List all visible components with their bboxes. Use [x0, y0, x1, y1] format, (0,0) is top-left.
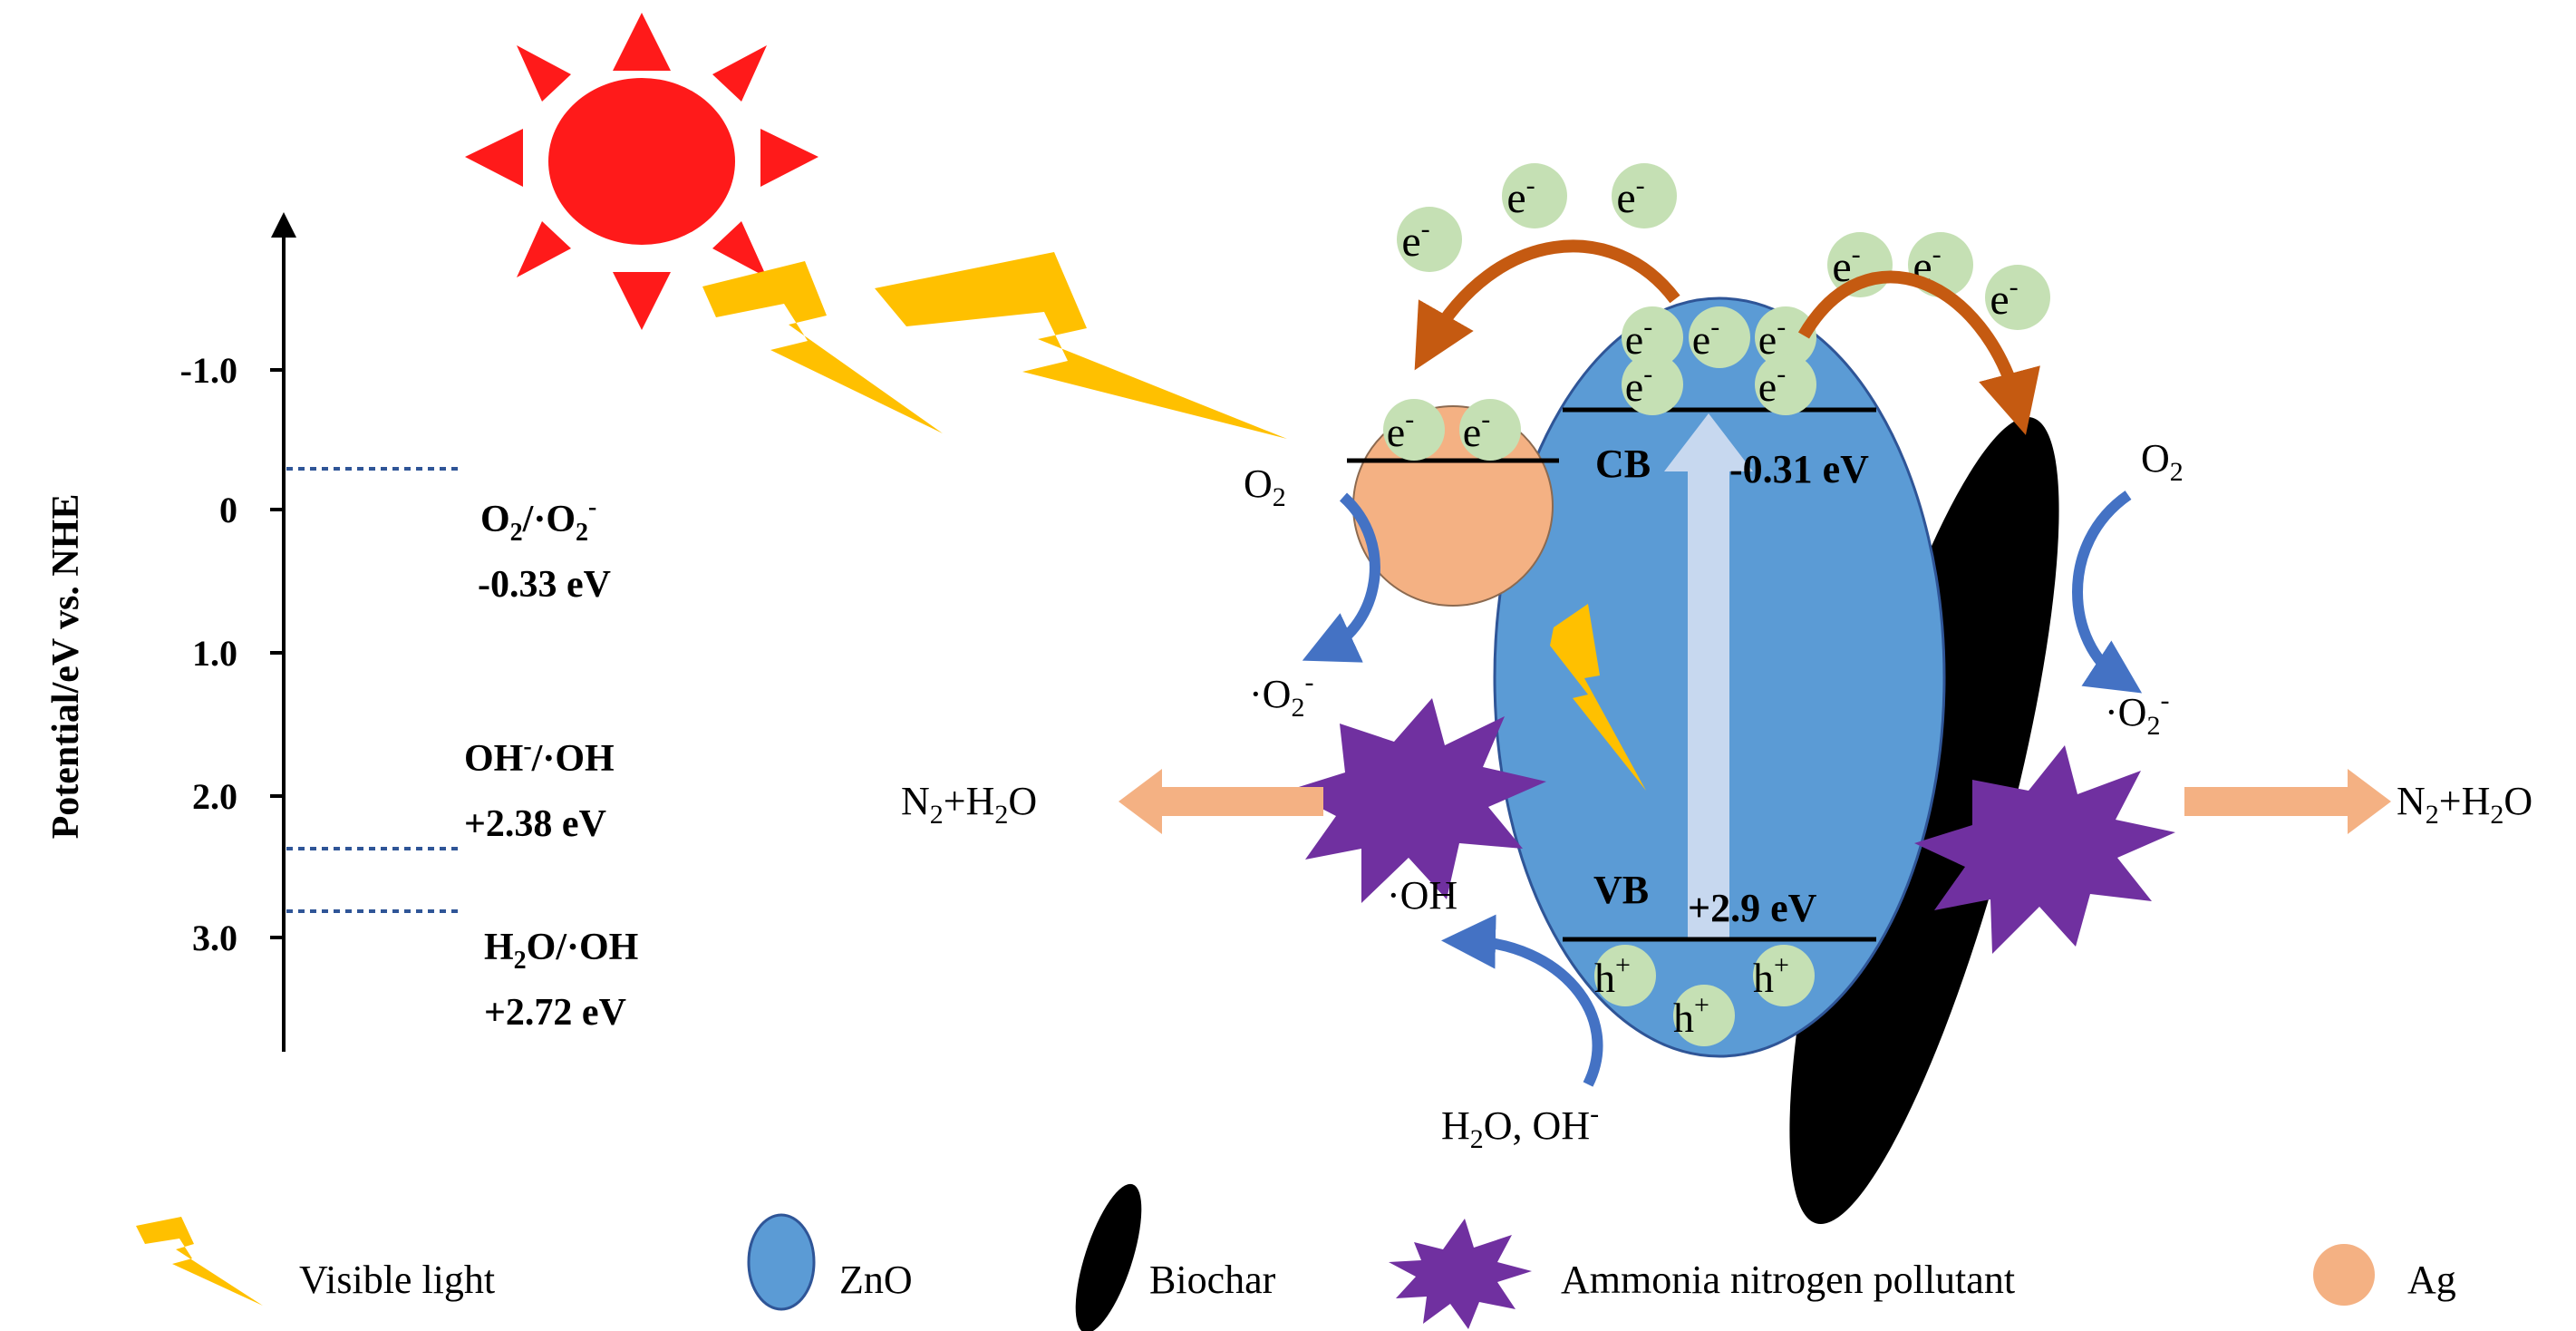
- vb-value: +2.9 eV: [1688, 886, 1817, 930]
- legend-label-visible-light: Visible light: [299, 1258, 495, 1302]
- tick-label: -1.0: [180, 350, 237, 391]
- electron: e-: [1985, 265, 2050, 330]
- level-value-h2o: +2.72 eV: [484, 992, 626, 1034]
- svg-text:e-: e-: [1832, 239, 1860, 291]
- o2-label-left: O2: [1244, 461, 1286, 512]
- hole: h+: [1673, 985, 1735, 1046]
- water-label: H2O, OH-: [1441, 1099, 1599, 1154]
- svg-text:h+: h+: [1673, 990, 1709, 1041]
- pollutant-star-left: [1287, 698, 1546, 903]
- legend-label-pollutant: Ammonia nitrogen pollutant: [1561, 1258, 2015, 1302]
- superoxide-label-left: ·O2-: [1249, 667, 1313, 723]
- cb-label: CB: [1595, 442, 1651, 486]
- svg-text:h+: h+: [1594, 950, 1631, 1001]
- svg-text:e-: e-: [1616, 170, 1644, 222]
- potential-axis: -1.0 0 1.0 2.0 3.0 Potential/eV vs. NHE: [45, 212, 296, 1052]
- level-value-o2: -0.33 eV: [478, 564, 611, 606]
- lightning-bolt-icon: [1550, 604, 1646, 791]
- legend-label-biochar: Biochar: [1149, 1258, 1276, 1302]
- water-oxidation-arrow: [1441, 914, 1603, 1087]
- electron: e-: [1622, 354, 1683, 415]
- electron: e-: [1622, 306, 1683, 368]
- excitation-arrow: [1664, 413, 1753, 938]
- o2-reduction-arrow-left: [1302, 492, 1380, 663]
- electron: e-: [1689, 306, 1750, 368]
- level-label-h2o: H2O/·OH: [484, 927, 638, 975]
- hole: h+: [1594, 945, 1656, 1006]
- hydroxyl-label: ·OH: [1387, 873, 1457, 918]
- electron: e-: [1397, 207, 1462, 272]
- product-label-right: N2+H2O: [2397, 779, 2532, 830]
- pollutant-star-right: [1914, 745, 2175, 954]
- electron: e-: [1383, 399, 1445, 461]
- electron: e-: [1755, 306, 1816, 368]
- svg-text:e-: e-: [1990, 272, 2018, 324]
- electron: e-: [1612, 163, 1677, 228]
- lightning-bolt-icon: [875, 252, 1287, 439]
- ag-particle: [1352, 405, 1554, 607]
- svg-text:e-: e-: [1758, 312, 1786, 363]
- tick-label: 2.0: [192, 776, 237, 817]
- level-label-oh: OH-/·OH: [464, 733, 615, 780]
- tick-label: 0: [219, 490, 237, 530]
- svg-text:h+: h+: [1753, 950, 1789, 1001]
- svg-text:e-: e-: [1401, 214, 1429, 266]
- lightning-bolt-icon: [702, 261, 943, 433]
- axis-title: Potential/eV vs. NHE: [45, 494, 87, 840]
- tick-label: 3.0: [192, 918, 237, 958]
- svg-text:e-: e-: [1506, 170, 1535, 222]
- legend-ag-icon: [2313, 1244, 2375, 1306]
- svg-text:e-: e-: [1625, 359, 1652, 410]
- legend-lightning-icon: [136, 1217, 263, 1306]
- electron: e-: [1502, 163, 1567, 228]
- legend: Visible light ZnO Biochar Ammonia nitrog…: [136, 1183, 2456, 1331]
- tick-label: 1.0: [192, 633, 237, 674]
- legend-pollutant-icon: [1389, 1219, 1532, 1329]
- svg-text:e-: e-: [1758, 359, 1786, 410]
- electron-transfer-arrow-to-ag: [1414, 239, 1680, 371]
- hole: h+: [1753, 945, 1815, 1006]
- superoxide-label-right: ·O2-: [2105, 685, 2169, 741]
- legend-label-ag: Ag: [2407, 1258, 2456, 1302]
- svg-text:e-: e-: [1625, 312, 1652, 363]
- legend-biochar-icon: [1075, 1183, 1142, 1331]
- product-label-left: N2+H2O: [901, 779, 1037, 830]
- electron: e-: [1755, 354, 1816, 415]
- electron: e-: [1459, 399, 1521, 461]
- svg-text:e-: e-: [1463, 404, 1490, 455]
- level-label-o2: O2/·O2-: [480, 493, 596, 547]
- o2-label-right: O2: [2141, 436, 2184, 487]
- vb-label: VB: [1593, 868, 1649, 912]
- o2-reduction-arrow-right: [2072, 491, 2143, 694]
- svg-text:e-: e-: [1692, 312, 1719, 363]
- product-arrow-right: [2184, 769, 2391, 834]
- sun-icon: [465, 13, 818, 330]
- product-arrow-left: [1119, 769, 1323, 834]
- cb-value: -0.31 eV: [1729, 447, 1869, 491]
- legend-zno-icon: [747, 1213, 816, 1311]
- level-value-oh: +2.38 eV: [464, 803, 606, 845]
- legend-label-zno: ZnO: [839, 1258, 913, 1302]
- svg-text:e-: e-: [1387, 404, 1414, 455]
- electron-transfer-arrow-to-biochar: [1797, 270, 2040, 435]
